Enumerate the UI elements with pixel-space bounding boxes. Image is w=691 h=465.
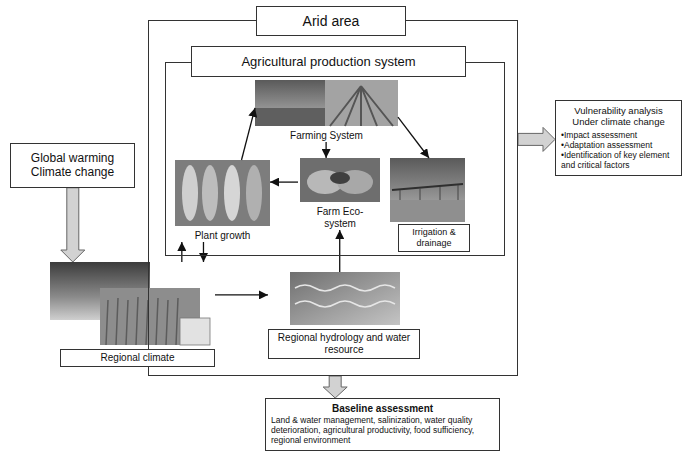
- plant-photo: [175, 160, 270, 226]
- photo: [390, 158, 465, 222]
- photo: [300, 158, 380, 202]
- node-label: Baseline assessment: [271, 403, 494, 415]
- climate-photo: [50, 262, 210, 345]
- photo-node: Plant growth: [175, 160, 270, 242]
- photo-node: Farm Eco-system: [298, 158, 382, 230]
- node-label: Land & water management, salinization, w…: [271, 415, 494, 446]
- photo-node: Regional hydrology and water resource: [268, 272, 420, 359]
- flow-arrow: [325, 142, 326, 158]
- photo: [392, 184, 463, 190]
- photo: [295, 285, 395, 307]
- block-arrow: [323, 376, 347, 398]
- node-label: Plant growth: [175, 230, 270, 242]
- flow-arrow: [270, 181, 298, 182]
- photo: [180, 318, 210, 345]
- flow-arrow: [203, 242, 204, 262]
- photo: [106, 297, 178, 345]
- photo: [202, 165, 218, 221]
- photo: [182, 165, 198, 221]
- photo: [224, 165, 240, 221]
- node-label: •Impact assessment: [561, 130, 676, 140]
- flow-arrow: [181, 242, 182, 262]
- node-label: Farm Eco-system: [309, 206, 371, 230]
- flow-arrow: [215, 294, 268, 295]
- flow-arrow: [242, 108, 256, 160]
- photo: [325, 80, 398, 126]
- photo: [255, 108, 325, 126]
- irrigation-photo: [390, 158, 465, 222]
- node-label: Global warming Climate change: [17, 151, 128, 180]
- system-frame: Agricultural production systemFarming Sy…: [165, 62, 505, 256]
- photo: [330, 172, 350, 184]
- photo: [330, 86, 393, 126]
- frame-heading: Agricultural production system: [191, 46, 466, 77]
- flow-arrow: [339, 230, 340, 272]
- farming-photo: [255, 80, 398, 126]
- label-box: Regional hydrology and water resource: [268, 329, 420, 359]
- node-label: Under climate change: [561, 116, 676, 127]
- assessment-box: Baseline assessmentLand & water manageme…: [265, 398, 500, 451]
- photo: [290, 272, 400, 325]
- photo-node: Farming System: [255, 80, 398, 142]
- region-frame: Arid areaAgricultural production systemF…: [148, 20, 518, 376]
- node-label: •Adaptation assessment: [561, 140, 676, 150]
- photo: [175, 160, 270, 226]
- node-label: •Identification of key element and criti…: [561, 150, 676, 170]
- photo: [400, 185, 458, 200]
- node-label: Vulnerability analysis: [561, 105, 676, 116]
- photo: [255, 80, 325, 126]
- photo: [246, 165, 262, 221]
- photo: [390, 200, 465, 222]
- analysis-box: Vulnerability analysisUnder climate chan…: [555, 100, 682, 176]
- label-box: Regional climate: [60, 349, 215, 367]
- eco-photo: [300, 158, 380, 202]
- frame-heading: Arid area: [256, 6, 406, 36]
- hydrology-photo: [290, 272, 400, 325]
- label-box: Irrigation & drainage: [398, 224, 470, 252]
- photo-node: Irrigation & drainage: [388, 158, 470, 252]
- flow-arrow: [398, 117, 429, 158]
- block-arrow: [518, 127, 555, 151]
- block-arrow: [61, 188, 85, 262]
- photo-node: Regional climate: [50, 262, 215, 367]
- node-label: Farming System: [255, 130, 398, 142]
- driver-box: Global warming Climate change: [10, 143, 135, 188]
